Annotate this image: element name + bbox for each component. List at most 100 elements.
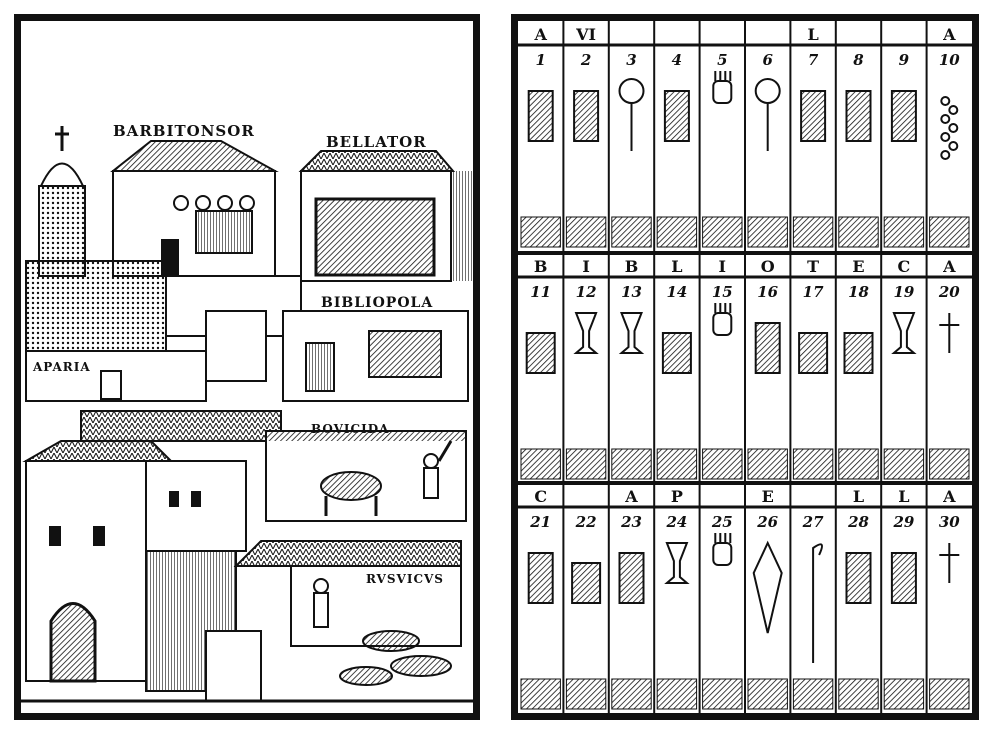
grid-letter: B xyxy=(625,257,639,276)
grid-number: 12 xyxy=(576,283,597,301)
cell-floor xyxy=(929,216,970,248)
cell-floor xyxy=(520,678,561,710)
lower-houses xyxy=(22,410,282,702)
grid-number: 4 xyxy=(672,51,682,69)
grid-lines xyxy=(518,21,972,713)
farmer-scene xyxy=(233,540,462,686)
label-bibliopola: BIBLIOPOLA xyxy=(321,295,433,311)
door-icon xyxy=(527,552,554,604)
town-illustration: BARBITONSOR BELLATOR BIBLIOPOLA APARIA xyxy=(21,122,473,703)
rosary-icon xyxy=(940,96,959,160)
grid-number: 16 xyxy=(757,283,778,301)
vessel-icon xyxy=(618,312,645,354)
grid-number: 27 xyxy=(802,513,824,531)
grid-number: 13 xyxy=(621,283,642,301)
grid-number: 24 xyxy=(665,513,687,531)
hand-icon xyxy=(712,533,733,566)
censer-icon xyxy=(618,552,645,604)
label-bovicida: BOVICIDA xyxy=(311,422,389,436)
grid-number: 20 xyxy=(938,283,960,301)
grid-number: 9 xyxy=(899,51,910,69)
ship-icon xyxy=(573,90,600,142)
arched-window-icon xyxy=(890,90,917,142)
cell-floor xyxy=(565,448,607,480)
hand-icon xyxy=(712,71,733,104)
grid-number: 5 xyxy=(717,51,727,69)
tiara-icon xyxy=(845,552,872,604)
tools-icon xyxy=(525,332,556,374)
church-tower xyxy=(38,126,86,277)
town-woodcut-panel: BARBITONSOR BELLATOR BIBLIOPOLA APARIA xyxy=(14,14,480,720)
grid-number: 14 xyxy=(666,283,687,301)
grid-letter: O xyxy=(761,257,775,276)
cell-floor xyxy=(838,678,879,710)
grid-letter: B xyxy=(534,257,548,276)
cell-floor xyxy=(702,448,743,480)
grid-letter: P xyxy=(671,487,683,506)
cell-floor xyxy=(883,448,925,480)
grid-letter: L xyxy=(671,257,682,276)
clock-icon xyxy=(618,78,645,151)
label-barbitonsor: BARBITONSOR xyxy=(113,122,255,140)
cell-floor xyxy=(929,678,970,710)
chalice-icon xyxy=(664,542,690,584)
grid-number: 25 xyxy=(711,513,733,531)
seat-icon xyxy=(890,552,917,604)
cell-floor xyxy=(611,216,652,248)
grid-letter: A xyxy=(942,25,956,44)
cell-floor xyxy=(929,448,970,480)
vestment-icon xyxy=(752,540,783,634)
grid-letter: A xyxy=(533,25,547,44)
cell-floor xyxy=(656,216,698,248)
grid-letter: T xyxy=(807,257,819,276)
grid-number: 1 xyxy=(535,51,545,69)
grid-number: 11 xyxy=(530,283,551,301)
cell-floor xyxy=(565,678,607,710)
middle-houses xyxy=(25,260,469,402)
grid-letter: I xyxy=(582,257,589,276)
grid-letter: C xyxy=(534,487,547,506)
open-book-icon xyxy=(798,332,829,374)
book-icon xyxy=(571,562,602,604)
cell-floor xyxy=(520,216,561,248)
grid-number: 17 xyxy=(803,283,824,301)
cell-floor xyxy=(747,216,788,248)
grid-number: 30 xyxy=(939,513,960,531)
grid-number: 15 xyxy=(712,283,733,301)
cell-floor xyxy=(792,216,834,248)
crozier-icon xyxy=(812,543,823,663)
building-icon xyxy=(845,90,872,142)
grid-number: 2 xyxy=(580,51,591,69)
lamp-icon xyxy=(573,312,599,354)
cell-floor xyxy=(656,448,698,480)
hand-icon xyxy=(712,303,733,336)
scroll-icon xyxy=(843,332,874,374)
armory-house xyxy=(298,150,473,282)
cell-floor xyxy=(792,678,834,710)
cell-floor xyxy=(520,448,561,480)
candle-icon xyxy=(891,312,917,354)
grid-letter: E xyxy=(852,257,864,276)
cell-floor xyxy=(883,216,925,248)
grid-letter: L xyxy=(853,487,864,506)
cell-floor xyxy=(747,678,788,710)
grid-number: 7 xyxy=(808,51,819,69)
portrait-icon xyxy=(800,90,827,142)
cell-floor xyxy=(838,216,879,248)
cell-floor xyxy=(656,678,698,710)
cross-icon xyxy=(939,313,960,353)
cell-floor xyxy=(702,678,743,710)
grid-letter: A xyxy=(942,257,956,276)
cell-floor xyxy=(792,448,834,480)
grid-number: 10 xyxy=(939,51,960,69)
window-niche-icon xyxy=(527,90,554,142)
grid-number: 21 xyxy=(529,513,551,531)
label-aparia: APARIA xyxy=(32,360,91,374)
cell-floor xyxy=(883,678,925,710)
cell-floor xyxy=(565,216,607,248)
grid-letter: L xyxy=(898,487,909,506)
grid-number: 19 xyxy=(893,283,914,301)
